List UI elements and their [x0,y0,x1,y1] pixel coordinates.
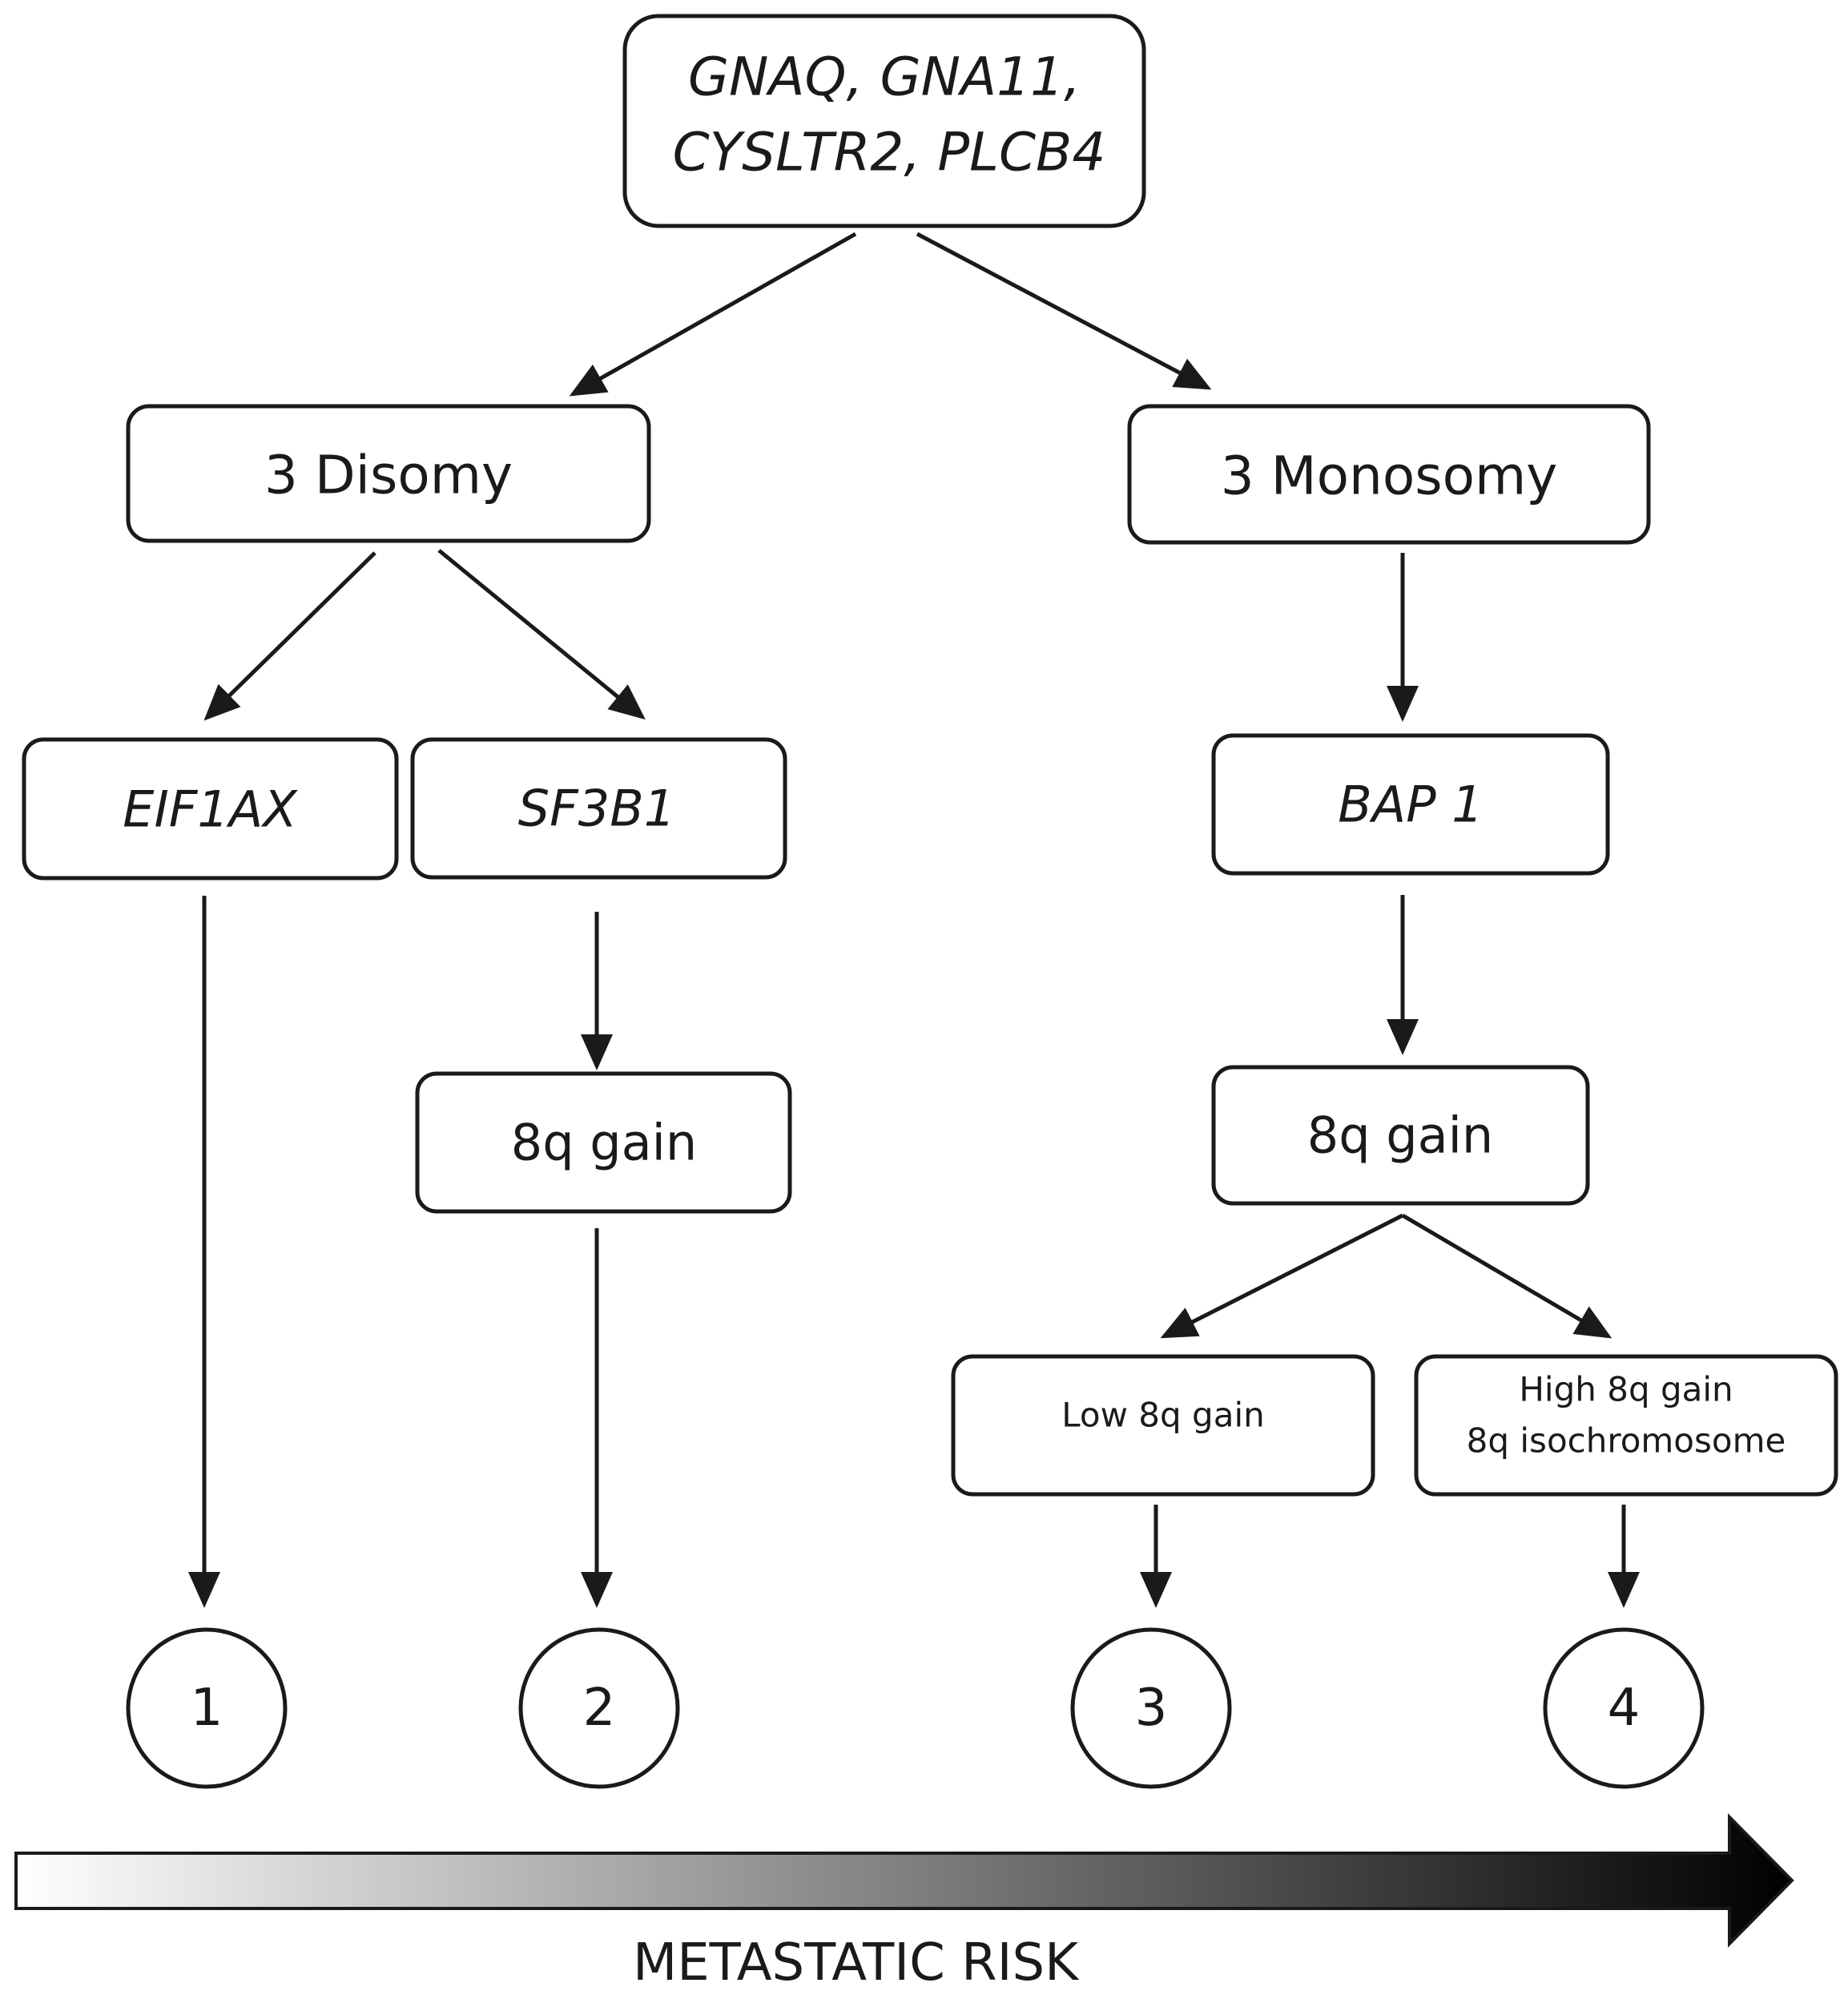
high-gain-label-line-1: High 8q gain [1519,1370,1733,1409]
root-label-line-2: CYSLTR2, PLCB4 [673,122,1106,183]
gain-right-label: 8q gain [1307,1106,1493,1165]
sf3b1-label: SF3B1 [518,780,675,838]
bap1-label: BAP 1 [1338,776,1484,834]
disomy-label: 3 Disomy [264,445,513,506]
gain-left-label: 8q gain [511,1114,697,1172]
outcome-1: 1 [126,1627,288,1789]
risk-gradient-arrow [14,1813,1794,1948]
edge-8q-gain-to-low [1160,1213,1404,1339]
node-low-8q-gain: Low 8q gain [951,1354,1375,1497]
outcome-3-label: 3 [1135,1679,1168,1738]
node-high-8q-gain: High 8q gain 8q isochromosome [1414,1354,1838,1497]
edge-8q-gain-to-high [1401,1213,1612,1339]
node-8q-gain-left: 8q gain [415,1071,792,1214]
edge-root-to-monosomy [916,232,1212,390]
node-3-disomy: 3 Disomy [126,404,651,543]
node-sf3b1: SF3B1 [410,737,787,880]
edge-root-to-disomy [569,232,857,397]
outcome-4: 4 [1543,1627,1705,1789]
outcome-2: 2 [518,1627,680,1789]
node-root: GNAQ, GNA11, CYSLTR2, PLCB4 [622,14,1146,228]
metastatic-risk-arrow: METASTATIC RISK [14,1813,1794,1993]
outcome-1-label: 1 [191,1679,223,1738]
root-label-line-1: GNAQ, GNA11, [688,46,1081,108]
outcome-2-label: 2 [583,1679,616,1738]
outcome-4-label: 4 [1608,1679,1641,1738]
node-eif1ax: EIF1AX [22,737,399,881]
monosomy-label: 3 Monosomy [1221,445,1558,507]
node-8q-gain-right: 8q gain [1211,1065,1590,1206]
edge-disomy-to-eif1ax [203,551,376,721]
node-3-monosomy: 3 Monosomy [1127,404,1651,545]
edge-disomy-to-sf3b1 [437,549,646,720]
outcome-3: 3 [1070,1627,1232,1789]
node-bap1: BAP 1 [1211,733,1610,876]
risk-axis-label: METASTATIC RISK [633,1933,1080,1993]
edges [188,232,1640,1608]
high-gain-label-line-2: 8q isochromosome [1467,1421,1786,1461]
eif1ax-label: EIF1AX [123,780,298,839]
low-gain-label: Low 8q gain [1061,1396,1264,1435]
